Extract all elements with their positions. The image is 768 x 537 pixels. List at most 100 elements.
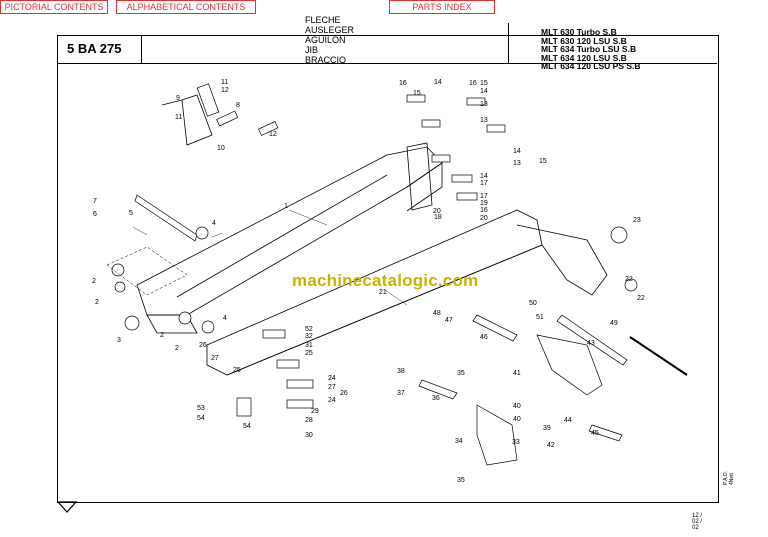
callout: 47 [445, 317, 453, 324]
date-label: 12 / 02 / 02 [692, 513, 703, 531]
callout: 26 [340, 390, 348, 397]
callout: 41 [513, 370, 521, 377]
callout: 34 [455, 438, 463, 445]
callout: 48 [433, 310, 441, 317]
callout: 20 [433, 208, 441, 215]
model-item: MLT 634 Turbo LSU S.B [541, 44, 637, 55]
callout: 28 [305, 417, 313, 424]
callout: 40 [513, 416, 521, 423]
callout: 12 [269, 131, 277, 138]
callout: 13 [480, 101, 488, 108]
title-en: JIB [305, 45, 319, 55]
callout: 22 [625, 276, 633, 283]
callout: 2 [92, 278, 96, 285]
callout: 13 [513, 160, 521, 167]
callout: 4 [212, 220, 216, 227]
page-code: 5 BA 275 [57, 35, 142, 63]
callout: 35 [457, 477, 465, 484]
callout: 14 [480, 88, 488, 95]
callout: 33 [512, 439, 520, 446]
title-fr: FLECHE [305, 15, 341, 25]
callout: 11 [175, 114, 182, 121]
callout: 14 [480, 173, 488, 180]
callout: 31 [305, 342, 313, 349]
callout: 51 [536, 314, 544, 321]
callout: 25 [233, 367, 241, 374]
callout-labels: 1 2 2 2 2 3 4 4 5 6 7 8 9 10 11 11 12 12… [92, 79, 645, 484]
drawing-frame [57, 35, 719, 503]
title-es: AGUILON [305, 35, 346, 45]
callout: 24 [328, 397, 336, 404]
callout: 36 [432, 395, 440, 402]
callout: 6 [93, 211, 97, 218]
callout: 5 [129, 210, 133, 217]
callout: 23 [633, 217, 641, 224]
callout: 2 [160, 332, 164, 339]
callout: 16 [480, 207, 488, 214]
callout: 16 [469, 80, 477, 87]
exploded-view-drawing: 1 2 2 2 2 3 4 4 5 6 7 8 9 10 11 11 12 12… [92, 79, 688, 484]
callout: 2 [95, 299, 99, 306]
callout: 24 [328, 375, 336, 382]
leader-lines [132, 209, 408, 306]
guide-dashed [106, 246, 188, 296]
watermark: machinecatalogic.com [292, 271, 479, 290]
model-item: MLT 634 120 LSU PS S.B [541, 61, 641, 72]
callout: 21 [379, 289, 387, 296]
model-item: MLT 634 120 LSU S.B [541, 52, 627, 63]
callout: 15 [413, 90, 421, 97]
callout: 50 [529, 300, 537, 307]
callout: 54 [197, 415, 205, 422]
callout: 16 [399, 80, 407, 87]
callout: 17 [480, 180, 488, 187]
callout: 2 [175, 345, 179, 352]
parts-sheet: 5 BA 275 FLECHE AUSLEGER AGUILON JIB BRA… [47, 15, 735, 531]
callout: 52 [305, 326, 313, 333]
pictorial-contents-button[interactable]: PICTORIAL CONTENTS [0, 0, 108, 14]
callout: 26 [199, 342, 207, 349]
callout: 42 [547, 442, 555, 449]
callout: 27 [328, 384, 336, 391]
boom-body [136, 94, 608, 376]
callout: 4 [223, 315, 227, 322]
callout: 11 [221, 79, 228, 86]
callout: 15 [480, 80, 488, 87]
title-de: AUSLEGER [305, 25, 355, 35]
header-divider [57, 63, 717, 64]
callout: 44 [564, 417, 572, 424]
callout: 12 [221, 87, 229, 94]
title-it: BRACCIO [305, 55, 347, 65]
side-label: P.A.O. 4Nett [723, 470, 735, 485]
callout: 35 [457, 370, 465, 377]
callout: 43 [587, 340, 595, 347]
alphabetical-contents-button[interactable]: ALPHABETICAL CONTENTS [116, 0, 256, 14]
callout: 15 [539, 158, 547, 165]
callout: 3 [117, 337, 121, 344]
callout: 30 [305, 432, 313, 439]
callout: 40 [513, 403, 521, 410]
callout: 22 [637, 295, 645, 302]
parts-index-button[interactable]: PARTS INDEX [389, 0, 495, 14]
model-item: MLT 630 Turbo S.B [541, 27, 617, 37]
callout: 14 [513, 148, 521, 155]
callout: 53 [197, 405, 205, 412]
callout: 29 [311, 408, 319, 415]
callout: 45 [591, 430, 599, 437]
callout: 27 [211, 355, 219, 362]
callout: 13 [480, 117, 488, 124]
callout: 32 [305, 333, 313, 340]
model-item: MLT 630 120 LSU S.B [541, 35, 627, 46]
callout: 10 [217, 145, 225, 152]
callout: 25 [305, 350, 313, 357]
callout: 20 [480, 215, 488, 222]
callout: 39 [543, 425, 551, 432]
model-list: MLT 630 Turbo S.B MLT 630 120 LSU S.B ML… [508, 23, 717, 70]
callout: 38 [397, 368, 405, 375]
callout: 46 [480, 334, 488, 341]
down-arrow-icon[interactable] [56, 500, 78, 514]
callout: 8 [236, 102, 240, 109]
callout: 19 [480, 200, 488, 207]
callout: 49 [610, 320, 618, 327]
callout: 1 [284, 203, 288, 210]
callout: 7 [93, 198, 97, 205]
